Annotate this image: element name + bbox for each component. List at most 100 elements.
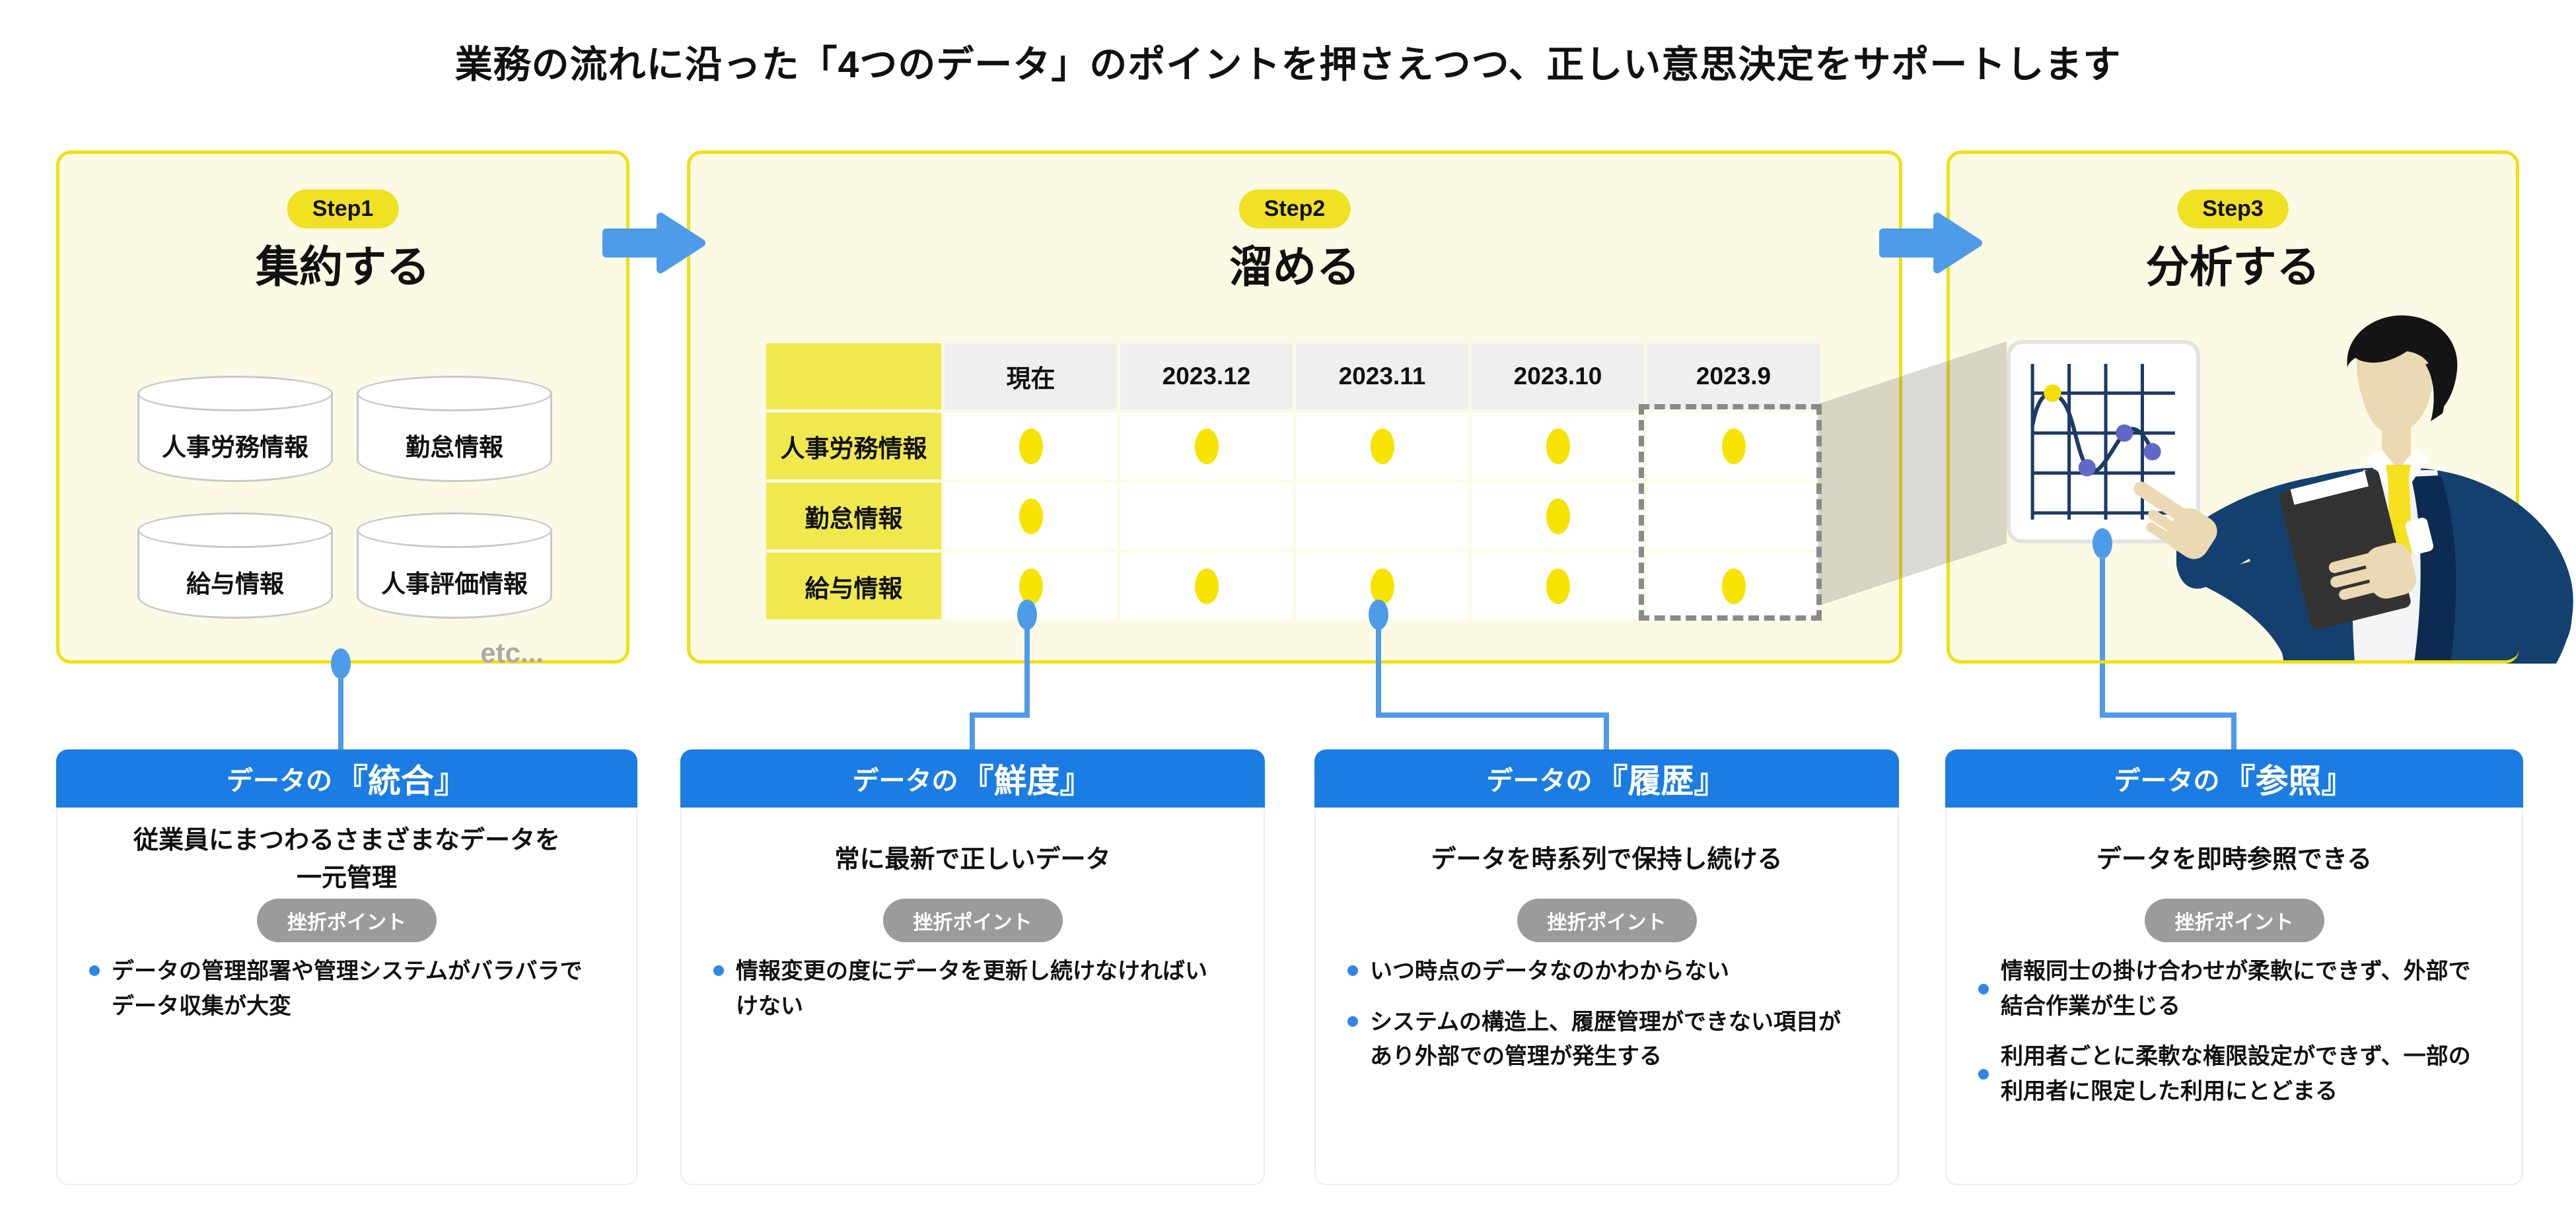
table-cell [1472, 483, 1644, 549]
data-present-dot [1019, 428, 1043, 464]
table-cell [1647, 553, 1820, 619]
bullet-dot [1978, 983, 1989, 994]
setback-points: いつ時点のデータなのかわからないシステムの構造上、履歴管理ができない項目があり外… [1347, 954, 1877, 1090]
connector-line [2231, 712, 2236, 749]
card-statement: データを時系列で保持し続ける [1342, 817, 1871, 903]
setback-badge: 挫折ポイント [257, 899, 437, 942]
data-present-dot [1194, 568, 1219, 604]
card-header: データの 『参照』 [1945, 749, 2523, 808]
bullet-dot [1347, 965, 1358, 976]
setback-badge: 挫折ポイント [2144, 899, 2324, 942]
database-icon: 人事労務情報 [137, 376, 333, 482]
connector-line [970, 712, 1030, 718]
setback-point-text: 情報変更の度にデータを更新し続けなければいけない [736, 959, 1207, 1019]
setback-point: 情報変更の度にデータを更新し続けなければいけない [713, 954, 1242, 1023]
setback-point-text: いつ時点のデータなのかわからない [1370, 959, 1729, 984]
setback-point: システムの構造上、履歴管理ができない項目があり外部での管理が発生する [1347, 1005, 1877, 1074]
bullet-dot [1978, 1069, 1989, 1080]
table-cell [1296, 413, 1468, 479]
step2-badge: Step2 [1238, 190, 1351, 228]
card-statement-text: データを即時参照できる [2096, 845, 2373, 874]
connector-line [2100, 712, 2236, 718]
card-header-emphasis: 『履歴』 [1594, 763, 1727, 800]
data-present-dot [1370, 428, 1394, 464]
connector-line [1604, 712, 1609, 749]
setback-point: 利用者ごとに柔軟な権限設定ができず、一部の利用者に限定した利用にとどまる [1978, 1039, 2501, 1109]
data-present-dot [1194, 428, 1219, 464]
card-data-history: データの 『履歴』 データを時系列で保持し続ける 挫折ポイント いつ時点のデータ… [1314, 749, 1899, 1185]
connector-line [970, 712, 975, 749]
card-statement: 従業員にまつわるさまざまなデータを一元管理 [84, 817, 610, 903]
table-col-header: 2023.12 [1120, 343, 1293, 409]
card-header: データの 『鮮度』 [680, 749, 1265, 808]
step3-badge: Step3 [2177, 190, 2289, 228]
step3-title: 分析する [2145, 242, 2320, 291]
card-statement: 常に最新で正しいデータ [708, 817, 1237, 903]
connector-line [1376, 712, 1609, 718]
data-present-dot [1370, 568, 1394, 604]
table-corner-cell [766, 343, 941, 409]
table-col-header: 2023.9 [1647, 343, 1820, 409]
card-header: データの 『履歴』 [1314, 749, 1899, 808]
table-cell [945, 413, 1117, 479]
card-data-integration: データの 『統合』 従業員にまつわるさまざまなデータを一元管理 挫折ポイント デ… [56, 749, 637, 1185]
table-cell [945, 483, 1117, 549]
businessman-illustration [2133, 315, 2573, 664]
card-data-reference: データの 『参照』 データを即時参照できる 挫折ポイント 情報同士の掛け合わせが… [1945, 749, 2523, 1185]
connector-line [1376, 607, 1381, 715]
card-header-prefix: データの [227, 767, 332, 796]
bullet-dot [89, 965, 100, 976]
cylinder-top [137, 376, 333, 411]
card-statement: データを即時参照できる [1973, 817, 2495, 903]
cylinder-top [357, 376, 552, 411]
card-header-prefix: データの [852, 767, 958, 796]
table-cell [1120, 413, 1293, 479]
setback-point-text: データの管理部署や管理システムがバラバラでデータ収集が大変 [112, 959, 583, 1019]
data-present-dot [1546, 568, 1570, 604]
cylinder-body [137, 530, 333, 619]
database-icon: 勤怠情報 [357, 376, 552, 482]
data-present-dot [1546, 498, 1570, 534]
setback-point: データの管理部署や管理システムがバラバラでデータ収集が大変 [89, 954, 615, 1023]
highlighted-column-outline [1639, 404, 1822, 621]
card-header-prefix: データの [2114, 767, 2220, 796]
setback-point: いつ時点のデータなのかわからない [1347, 954, 1877, 989]
setback-points: 情報同士の掛け合わせが柔軟にできず、外部で結合作業が生じる利用者ごとに柔軟な権限… [1978, 954, 2501, 1125]
setback-point-text: システムの構造上、履歴管理ができない項目があり外部での管理が発生する [1370, 1009, 1841, 1070]
table-cell [1296, 483, 1468, 549]
database-label: 勤怠情報 [406, 433, 503, 461]
card-header-prefix: データの [1486, 767, 1592, 796]
cylinder-top [357, 512, 552, 548]
table-cell [1472, 553, 1644, 619]
card-header: データの 『統合』 [56, 749, 637, 808]
setback-point: 情報同士の掛け合わせが柔軟にできず、外部で結合作業が生じる [1978, 954, 2501, 1023]
step1-badge: Step1 [287, 190, 399, 228]
card-statement-text: 常に最新で正しいデータ [834, 845, 1111, 874]
database-label: 人事労務情報 [162, 433, 308, 461]
table-col-header: 現在 [945, 343, 1117, 409]
connector-line [338, 664, 343, 749]
data-present-dot [1546, 428, 1570, 464]
data-present-dot [1019, 568, 1043, 604]
table-cell [1647, 413, 1820, 479]
data-present-dot [1721, 428, 1746, 464]
step2-title: 溜める [1229, 242, 1360, 291]
data-present-dot [1721, 568, 1746, 604]
database-icon: 人事評価情報 [357, 512, 552, 619]
table-row-label: 給与情報 [766, 553, 941, 619]
setback-point-text: 情報同士の掛け合わせが柔軟にできず、外部で結合作業が生じる [2001, 959, 2471, 1019]
pointing-hand [2133, 481, 2217, 559]
table-cell [1120, 553, 1293, 619]
table-cell [1120, 483, 1293, 549]
table-row-label: 人事労務情報 [766, 413, 941, 479]
setback-points: 情報変更の度にデータを更新し続けなければいけない [713, 954, 1242, 1039]
database-label: 給与情報 [186, 570, 284, 598]
card-header-emphasis: 『参照』 [2222, 763, 2355, 800]
bullet-dot [1347, 1016, 1358, 1027]
setback-point-text: 利用者ごとに柔軟な権限設定ができず、一部の利用者に限定した利用にとどまる [2001, 1044, 2471, 1105]
projection-beam [1818, 341, 2007, 606]
line-chart-icon [2030, 364, 2175, 520]
step2-box: Step2 溜める 現在 2023.12 2023.11 2023.10 202… [687, 151, 1902, 664]
arrow-right-icon [602, 213, 705, 273]
